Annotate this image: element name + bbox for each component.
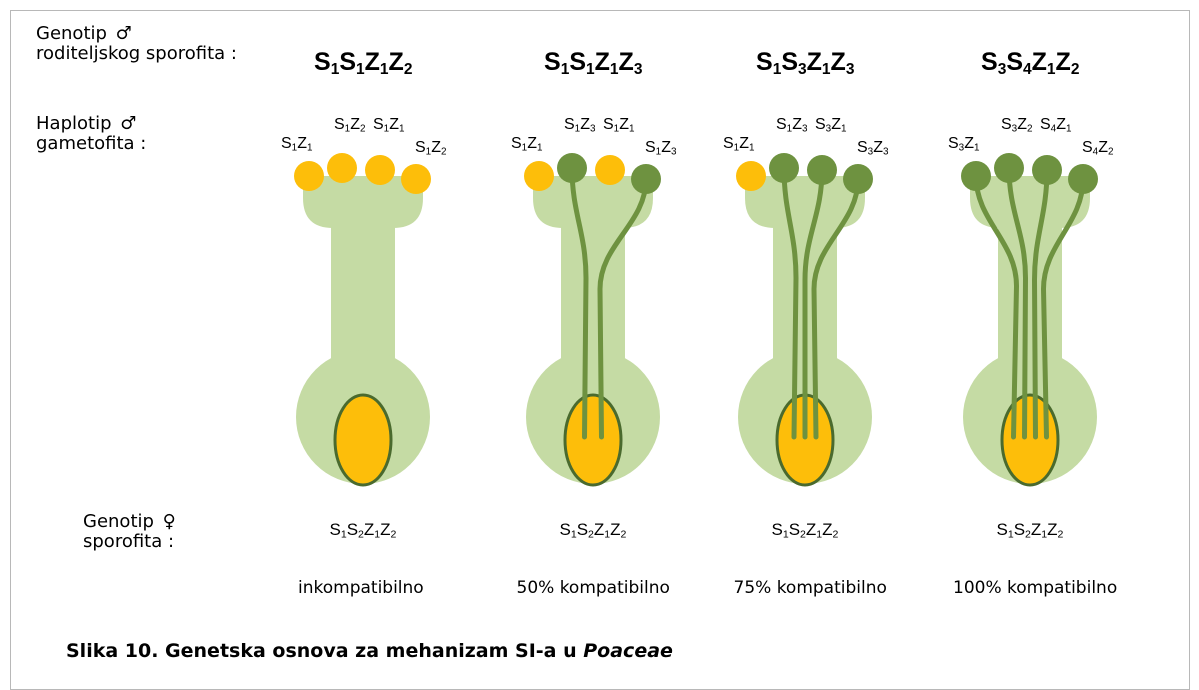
female-symbol: ♀	[163, 512, 176, 532]
caption-taxon: Poaceae	[583, 640, 673, 662]
pollen-grain-incompatible	[524, 161, 554, 191]
pollen-grain-compatible	[961, 161, 991, 191]
compatibility-result: inkompatibilno	[298, 578, 424, 598]
compatibility-result: 100% kompatibilno	[953, 578, 1117, 598]
pollen-grain-compatible	[631, 164, 661, 194]
female-genotype: S1S2Z1Z2	[997, 520, 1064, 540]
female-genotype: S1S2Z1Z2	[772, 520, 839, 540]
pollen-haplotype-label: S1Z1	[281, 135, 312, 153]
female-sporophyte-label-line1: Genotip	[83, 511, 160, 532]
male-parent-genotype-label: Genotip ♂ roditeljskog sporofita :	[36, 24, 237, 64]
pollen-grain-compatible	[1068, 164, 1098, 194]
male-parent-genotype-label-line2: roditeljskog sporofita :	[36, 43, 237, 64]
pollen-haplotype-label: S3Z3	[857, 139, 888, 157]
pistil-diagram	[0, 0, 1199, 666]
pollen-haplotype-label: S3Z1	[815, 116, 846, 134]
ovule	[335, 395, 391, 485]
female-sporophyte-label-line2: sporofita :	[83, 531, 174, 552]
male-gametophyte-label-line2: gametofita :	[36, 133, 146, 154]
pollen-haplotype-label: S1Z3	[564, 116, 595, 134]
pollen-grain-incompatible	[401, 164, 431, 194]
pollen-grain-compatible	[557, 153, 587, 183]
parent-genotype: S1S1Z1Z2	[314, 48, 412, 77]
female-sporophyte-genotype-label: Genotip ♀ sporofita :	[83, 512, 176, 552]
pollen-haplotype-label: S1Z1	[511, 135, 542, 153]
pollen-grain-compatible	[843, 164, 873, 194]
pollen-grain-compatible	[769, 153, 799, 183]
compatibility-result: 75% kompatibilno	[734, 578, 887, 598]
pollen-grain-compatible	[807, 155, 837, 185]
pollen-haplotype-label: S3Z1	[948, 135, 979, 153]
pollen-haplotype-label: S1Z3	[645, 139, 676, 157]
pollen-haplotype-label: S1Z1	[723, 135, 754, 153]
pollen-grain-compatible	[1032, 155, 1062, 185]
pollen-grain-compatible	[994, 153, 1024, 183]
parent-genotype: S3S4Z1Z2	[981, 48, 1079, 77]
pollen-haplotype-label: S3Z2	[1001, 116, 1032, 134]
female-genotype: S1S2Z1Z2	[330, 520, 397, 540]
pollen-grain-incompatible	[294, 161, 324, 191]
male-symbol: ♂	[116, 24, 132, 44]
ovule	[1002, 395, 1058, 485]
pollen-haplotype-label: S4Z2	[1082, 139, 1113, 157]
pollen-haplotype-label: S1Z1	[603, 116, 634, 134]
male-parent-genotype-label-line1: Genotip	[36, 23, 113, 44]
female-genotype: S1S2Z1Z2	[560, 520, 627, 540]
male-symbol: ♂	[120, 114, 136, 134]
pollen-haplotype-label: S4Z1	[1040, 116, 1071, 134]
parent-genotype: S1S1Z1Z3	[544, 48, 642, 77]
pollen-grain-incompatible	[736, 161, 766, 191]
pollen-grain-incompatible	[327, 153, 357, 183]
male-gametophyte-haplotype-label: Haplotip ♂ gametofita :	[36, 114, 146, 154]
pollen-haplotype-label: S1Z1	[373, 116, 404, 134]
compatibility-result: 50% kompatibilno	[517, 578, 670, 598]
pollen-haplotype-label: S1Z3	[776, 116, 807, 134]
pollen-grain-incompatible	[365, 155, 395, 185]
male-gametophyte-label-line1: Haplotip	[36, 113, 117, 134]
ovule	[565, 395, 621, 485]
parent-genotype: S1S3Z1Z3	[756, 48, 854, 77]
pollen-haplotype-label: S1Z2	[415, 139, 446, 157]
caption-text: Slika 10. Genetska osnova za mehanizam S…	[66, 640, 583, 662]
figure-caption: Slika 10. Genetska osnova za mehanizam S…	[66, 640, 673, 662]
pollen-grain-incompatible	[595, 155, 625, 185]
pollen-haplotype-label: S1Z2	[334, 116, 365, 134]
